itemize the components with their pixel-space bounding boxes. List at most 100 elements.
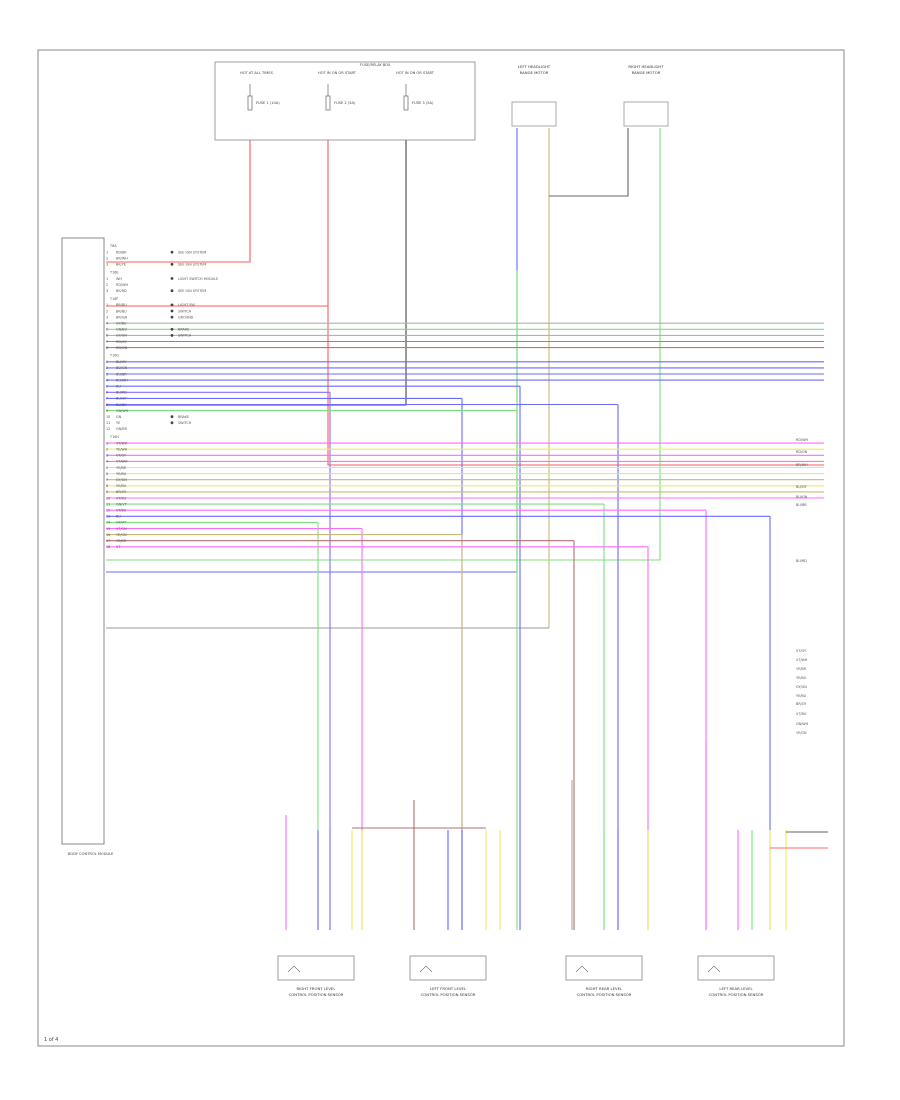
- wire-left-motor-1: [106, 128, 518, 573]
- right-wire-label: RD/WH: [796, 438, 808, 442]
- pin-number: 9: [106, 490, 108, 494]
- sensor-desc: CONTROL POSITION SENSOR: [289, 992, 344, 997]
- right-wire-label: YE/BU: [796, 694, 807, 698]
- pin-number: 6: [106, 334, 108, 338]
- pin-note: SEE IGN SYSTEM: [178, 263, 206, 267]
- pin-connector-dot: [170, 262, 174, 266]
- fuse-hot-label: HOT IN ON OR START: [318, 71, 357, 75]
- pin-wire-code: BR/GY: [116, 490, 127, 494]
- pin-number: 1: [106, 277, 108, 281]
- pin-number: 1: [106, 360, 108, 364]
- pin-wire-code: GN/WH: [116, 409, 129, 413]
- pin-wire-code: BU/BK: [116, 403, 127, 407]
- pin-number: 12: [106, 509, 110, 513]
- pin-number: 15: [106, 527, 110, 531]
- pin-connector-dot: [170, 250, 174, 254]
- sensor-name: RIGHT FRONT LEVEL: [297, 986, 337, 991]
- pin-connector-dot: [170, 303, 174, 307]
- pin-wire-code: BU/GN: [116, 366, 128, 370]
- pin-wire-code: RD/BK: [116, 250, 127, 254]
- connector-label: T16G: [109, 354, 119, 358]
- pin-wire-code: VT/BU: [116, 496, 127, 500]
- pin-number: 5: [106, 466, 108, 470]
- level-sensor: [409, 955, 487, 981]
- pin-wire-code: BR/BU: [116, 309, 127, 313]
- right-wire-label: VT/GY: [796, 649, 807, 653]
- pin-wire-code: BK/RD: [116, 289, 127, 293]
- pin-number: 9: [106, 409, 108, 413]
- connector-label: T16F: [109, 297, 118, 301]
- module-label: BODY CONTROL MODULE: [68, 852, 114, 856]
- pin-number: 6: [106, 391, 108, 395]
- pin-number: 1: [106, 303, 108, 307]
- right-wire-label: VT/BU: [796, 712, 807, 716]
- pin-wire-code: YE: [116, 421, 120, 425]
- sensor-desc: CONTROL POSITION SENSOR: [709, 992, 764, 997]
- headlight-motor-label: LEFT HEADLIGHT: [518, 64, 551, 69]
- pin-number: 13: [106, 515, 110, 519]
- wire-right-motor-green: [106, 128, 661, 561]
- wires-layer: [106, 128, 828, 930]
- wire-motor-link: [549, 128, 629, 197]
- pin-number: 7: [106, 340, 108, 344]
- pin-number: 2: [106, 448, 108, 452]
- pin-wire-code: BU/WH: [116, 378, 128, 382]
- pin-number: 2: [106, 309, 108, 313]
- pin-wire-code: VT/GY: [116, 454, 127, 458]
- pin-number: 2: [106, 257, 108, 261]
- pin-number: 5: [106, 385, 108, 389]
- sensor-name: LEFT REAR LEVEL: [719, 986, 753, 991]
- pin-wire-code: BR/WH: [116, 257, 128, 261]
- headlight-motor: [623, 101, 669, 127]
- pin-connector-dot: [170, 415, 174, 419]
- fuse-box: FUSE/RELAY BOX HOT AT ALL TIMES FUSE 1 (1…: [214, 61, 476, 141]
- pin-number: 10: [106, 496, 110, 500]
- pin-number: 8: [106, 403, 108, 407]
- pin-connector-dot: [170, 309, 174, 313]
- fuse-icon: [247, 95, 253, 111]
- fuse-hot-label: HOT IN ON OR START: [396, 71, 435, 75]
- fuse-hot-label: HOT AT ALL TIMES: [240, 71, 274, 75]
- right-wire-label: YE/GN: [796, 731, 807, 735]
- pin-wire-code: GY/GN: [116, 478, 127, 482]
- fuse-rating: FUSE 1 (10A): [256, 101, 280, 105]
- pin-note: BRAKE: [178, 328, 189, 332]
- pin-number: 18: [106, 545, 110, 549]
- pin-number: 11: [106, 502, 110, 506]
- pin-number: 8: [106, 346, 108, 350]
- fuse-box-title: FUSE/RELAY BOX: [360, 63, 391, 67]
- pin-wire-code: BR/BU: [116, 303, 127, 307]
- right-wire-label: BU/GY: [796, 485, 807, 489]
- pin-wire-code: BU/GY: [116, 397, 127, 401]
- pin-wire-code: GN: [116, 415, 122, 419]
- page-label: 1 of 4: [44, 1037, 58, 1043]
- pin-note: SEE IGN SYSTEM: [178, 250, 206, 254]
- headlight-motor-sub: RANGE MOTOR: [632, 70, 661, 75]
- pin-wire-code: BU: [116, 515, 121, 519]
- pin-wire-code: YE/GN: [116, 533, 127, 537]
- sensor-symbol: [419, 965, 433, 973]
- fuse-rating: FUSE 3 (5A): [412, 101, 434, 105]
- pin-wire-code: BK/YE: [116, 263, 126, 267]
- body-control-module: [61, 237, 105, 845]
- fuse-icon: [325, 95, 331, 111]
- pin-wire-code: YE/BU: [116, 484, 127, 488]
- pin-number: 10: [106, 415, 110, 419]
- pin-number: 3: [106, 263, 108, 267]
- right-wire-label: YE/BU: [796, 676, 807, 680]
- sensor-desc: CONTROL POSITION SENSOR: [421, 992, 476, 997]
- pin-number: 11: [106, 421, 110, 425]
- pin-note: SWITCH: [178, 334, 192, 338]
- pin-note: SWITCH: [178, 309, 192, 313]
- pin-wire-code: WH: [116, 277, 122, 281]
- wire-fuse3: [106, 140, 407, 406]
- sensor-symbol: [287, 965, 301, 973]
- right-wire-label: BR/GY: [796, 702, 807, 706]
- right-wire-label: BU/RD: [796, 559, 807, 563]
- pin-number: 5: [106, 328, 108, 332]
- pin-wire-code: RD/GN: [116, 346, 128, 350]
- pin-number: 1: [106, 441, 108, 445]
- pin-wire-code: BU/GY: [116, 360, 127, 364]
